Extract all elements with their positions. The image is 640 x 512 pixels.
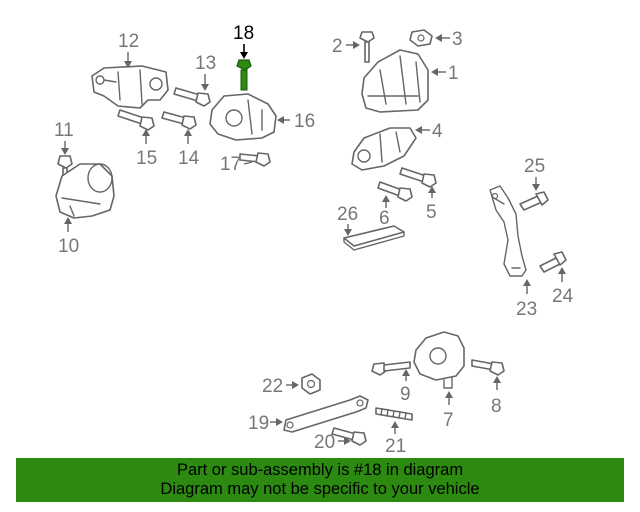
label-6: 6 (379, 208, 390, 229)
label-3: 3 (452, 29, 463, 50)
part-12-bracket (91, 65, 169, 109)
label-12: 12 (118, 31, 139, 52)
info-banner: Part or sub-assembly is #18 in diagram D… (16, 458, 624, 502)
label-16: 16 (294, 111, 315, 132)
label-11: 11 (54, 120, 74, 141)
part-23-bracket (489, 185, 527, 277)
part-5-callout: 5 (426, 186, 437, 223)
part-7-callout: 7 (443, 391, 454, 431)
label-2: 2 (332, 36, 343, 57)
part-26-callout: 26 (337, 204, 358, 236)
part-3-nut (409, 29, 433, 47)
label-1: 1 (448, 63, 459, 84)
part-12-callout: 12 (118, 31, 139, 68)
label-15: 15 (136, 148, 157, 169)
part-26-pad (343, 225, 405, 251)
label-5: 5 (426, 202, 437, 223)
part-17-callout: 17 (220, 154, 253, 175)
label-7: 7 (443, 410, 454, 431)
label-14: 14 (178, 148, 200, 169)
part-16-callout: 16 (277, 111, 315, 132)
part-5-bolt (399, 167, 437, 188)
label-13: 13 (195, 53, 216, 74)
part-14-bolt (161, 111, 197, 130)
part-8-callout: 8 (491, 376, 502, 417)
part-2-callout: 2 (332, 36, 360, 57)
label-22: 22 (262, 376, 283, 397)
banner-line-1: Part or sub-assembly is #18 in diagram (176, 461, 464, 479)
parts-diagram: 12 13 15 14 11 (54, 23, 574, 456)
label-10: 10 (58, 236, 79, 257)
part-16-bracket (209, 93, 277, 141)
label-19: 19 (248, 413, 269, 434)
part-4-bracket (351, 127, 417, 171)
part-23-callout: 23 (516, 279, 537, 320)
label-21: 21 (385, 436, 406, 456)
part-25-bolt (519, 191, 549, 211)
banner-line-2: Diagram may not be specific to your vehi… (160, 480, 480, 498)
part-25-callout: 25 (524, 156, 545, 191)
part-2-bolt (359, 31, 375, 63)
part-22-nut (301, 373, 321, 395)
label-18: 18 (233, 23, 254, 44)
label-20: 20 (314, 432, 335, 453)
label-26: 26 (337, 204, 358, 225)
part-6-callout: 6 (379, 195, 390, 229)
part-11-callout: 11 (54, 120, 74, 155)
part-24-bolt (539, 251, 567, 273)
part-1-callout: 1 (431, 63, 459, 84)
part-6-bolt (377, 181, 413, 202)
part-20-callout: 20 (314, 432, 351, 453)
part-24-callout: 24 (552, 267, 574, 307)
part-8-bolt (471, 359, 505, 376)
label-23: 23 (516, 299, 537, 320)
part-7-mount (413, 331, 465, 389)
part-9-callout: 9 (400, 369, 411, 405)
label-8: 8 (491, 396, 502, 417)
part-22-callout: 22 (262, 376, 299, 397)
part-19-callout: 19 (248, 413, 283, 434)
part-10-mount (55, 163, 115, 219)
label-25: 25 (524, 156, 545, 177)
part-3-callout: 3 (435, 29, 463, 50)
part-15-bolt (117, 109, 155, 131)
part-15-callout: 15 (136, 129, 157, 169)
part-17-bolt (239, 152, 271, 167)
part-9-bolt (371, 361, 411, 376)
label-17: 17 (220, 154, 241, 175)
label-4: 4 (432, 121, 443, 142)
label-9: 9 (400, 384, 411, 405)
part-4-callout: 4 (415, 121, 443, 142)
part-21-stud (375, 407, 413, 421)
part-18-bolt-highlighted (236, 59, 252, 91)
part-20-bolt (331, 427, 367, 446)
part-14-callout: 14 (178, 129, 200, 169)
part-10-callout: 10 (58, 217, 79, 257)
part-13-bolt (173, 87, 211, 107)
label-24: 24 (552, 286, 574, 307)
part-13-callout: 13 (195, 53, 216, 91)
part-1-mount (361, 49, 429, 113)
part-21-callout: 21 (385, 421, 406, 456)
part-19-link-rod (283, 395, 369, 433)
part-18-callout: 18 (233, 23, 254, 59)
